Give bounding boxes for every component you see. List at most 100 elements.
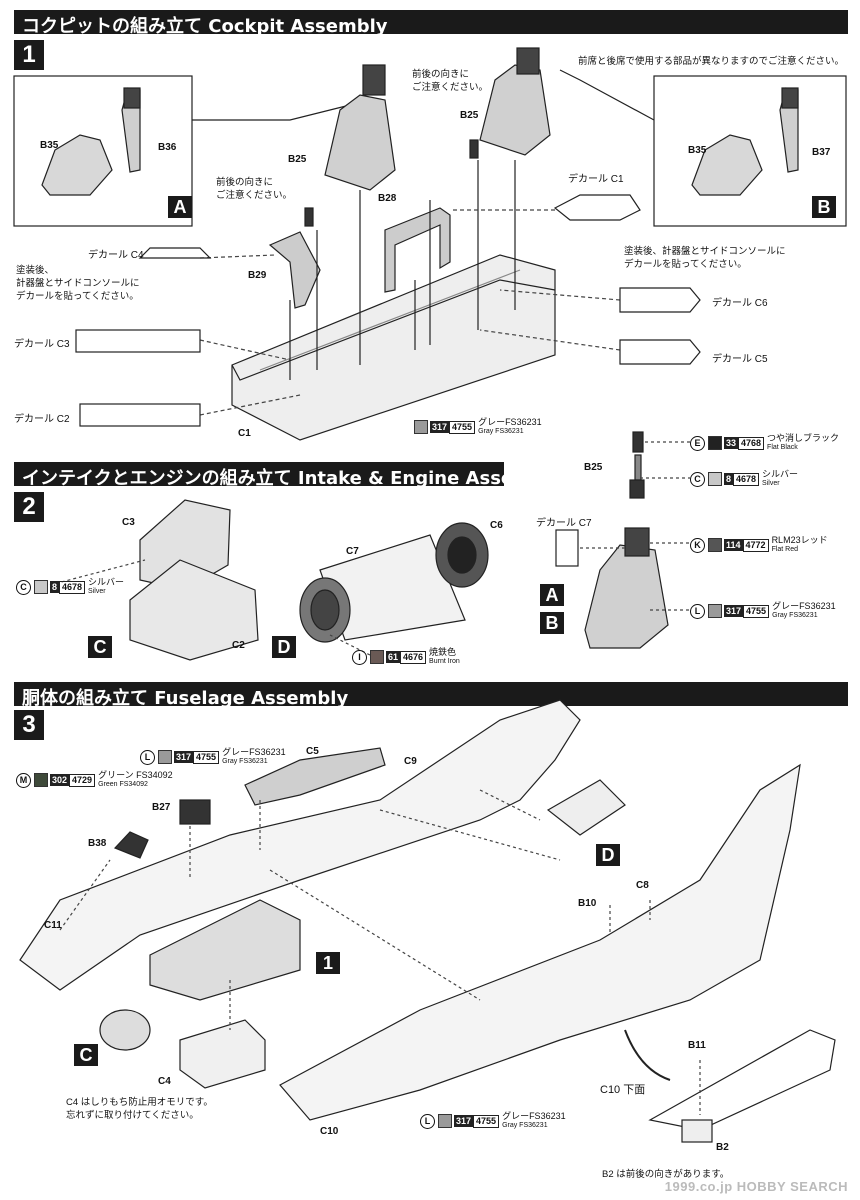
part-c7: C7 (346, 546, 359, 557)
paint-code-primary: 8 (50, 581, 60, 593)
color-swatch (34, 580, 48, 594)
paint-code-secondary: 4755 (193, 750, 220, 764)
paint-name-jp: シルバー (88, 577, 125, 587)
section-bar-fuselage: 胴体の組み立て Fuselage Assembly (14, 682, 848, 709)
note-direction-1: 前後の向きに ご注意ください。 (216, 177, 293, 201)
decal-c3-label: デカール C3 (14, 339, 70, 350)
paint-mark: K (690, 537, 705, 553)
paint-name-jp: シルバー (762, 469, 799, 479)
paint-name-jp: 焼鉄色 (429, 647, 457, 657)
paint-code-secondary: 4755 (473, 1114, 500, 1128)
note-front-rear-seat: 前席と後席で使用する部品が異なりますのでご注意ください。 (578, 56, 845, 67)
part-c6: C6 (490, 520, 503, 531)
part-c3: C3 (122, 517, 135, 528)
paint-name-en: Flat Red (771, 546, 799, 553)
section-title-fuselage: 胴体の組み立て Fuselage Assembly (22, 688, 349, 709)
paint-mark: E (690, 435, 705, 451)
paint-code-secondary: 4729 (69, 773, 96, 787)
paint-code-primary: 317 (454, 1115, 474, 1127)
part-c2: C2 (232, 640, 245, 651)
part-b25-right: B25 (460, 110, 479, 121)
paint-code-primary: 302 (50, 774, 70, 786)
paint-code-secondary: 4772 (742, 538, 769, 552)
paint-code-primary: 317 (430, 421, 450, 433)
label-a-step2: A (540, 584, 564, 606)
step-number-3: 3 (14, 710, 44, 740)
paint-name-en: Gray FS36231 (502, 1122, 548, 1129)
decal-c2-label: デカール C2 (14, 414, 70, 425)
paint-name-jp: グレーFS36231 (772, 601, 836, 611)
part-c4: C4 (158, 1076, 171, 1087)
paint-mark: L (420, 1113, 435, 1129)
part-c11: C11 (44, 920, 62, 931)
part-b29: B29 (248, 270, 267, 281)
decal-c5-label: デカール C5 (712, 354, 768, 365)
note-c10-underside: C10 下面 (600, 1084, 646, 1096)
paint-mark: C (16, 579, 31, 595)
paint-code-primary: 317 (174, 751, 194, 763)
part-b37: B37 (812, 147, 831, 158)
label-c-step3: C (74, 1044, 98, 1066)
part-b10: B10 (578, 898, 597, 909)
paint-code-secondary: 4755 (743, 604, 770, 618)
part-b2: B2 (716, 1142, 729, 1153)
watermark: 1999.co.jp HOBBY SEARCH (664, 1179, 848, 1194)
paint-mark: L (140, 749, 155, 765)
decal-c6-label: デカール C6 (712, 298, 768, 309)
paint-code-primary: 61 (386, 651, 401, 663)
paint-code-secondary: 4755 (449, 420, 476, 434)
label-b-step2: B (540, 612, 564, 634)
note-direction-2: 前後の向きに ご注意ください。 (412, 69, 489, 93)
paint-name-jp: グレーFS36231 (502, 1111, 566, 1121)
inset-a-label: A (168, 196, 192, 218)
part-b28: B28 (378, 193, 397, 204)
color-swatch (708, 538, 722, 552)
paint-mark: C (690, 471, 705, 487)
part-b25-step2: B25 (584, 462, 603, 473)
paint-name-en: Flat Black (767, 444, 798, 451)
section-bar-cockpit: コクピットの組み立て Cockpit Assembly (14, 10, 848, 37)
decal-c1-label: デカール C1 (568, 174, 624, 185)
part-c5: C5 (306, 746, 319, 757)
paint-code-secondary: 4678 (59, 580, 86, 594)
paint-code-secondary: 4768 (738, 436, 765, 450)
paint-code-secondary: 4676 (400, 650, 427, 664)
paint-name-jp: グレーFS36231 (478, 417, 542, 427)
color-swatch (158, 750, 172, 764)
color-swatch (34, 773, 48, 787)
section-title-cockpit: コクピットの組み立て Cockpit Assembly (22, 16, 388, 37)
color-swatch (438, 1114, 452, 1128)
paint-name-jp: RLM23レッド (771, 535, 828, 545)
inset-b-frame (653, 75, 847, 227)
paint-code-primary: 114 (724, 539, 743, 551)
part-b35-b: B35 (688, 145, 707, 156)
label-d-step3: D (596, 844, 620, 866)
section-title-intake-engine: インテイクとエンジンの組み立て Intake & Engine Assembly (22, 468, 563, 489)
label-1-step3: 1 (316, 952, 340, 974)
step-number-1: 1 (14, 40, 44, 70)
paint-name-en: Green FS34092 (98, 781, 148, 788)
part-c8: C8 (636, 880, 649, 891)
paint-code-secondary: 4678 (733, 472, 760, 486)
part-b36: B36 (158, 142, 177, 153)
paint-name-jp: つや消しブラック (767, 433, 840, 443)
paint-code-primary: 33 (724, 437, 739, 449)
paint-mark: I (352, 649, 367, 665)
part-c10: C10 (320, 1126, 339, 1137)
note-b2-direction: B2 は前後の向きがあります。 (602, 1169, 730, 1180)
step-number-2: 2 (14, 492, 44, 522)
part-b35-a: B35 (40, 140, 59, 151)
paint-name-en: Silver (762, 480, 780, 487)
color-swatch (370, 650, 384, 664)
part-c9: C9 (404, 756, 417, 767)
paint-mark: L (690, 603, 705, 619)
paint-code-primary: 8 (724, 473, 734, 485)
inset-a-frame (13, 75, 193, 227)
note-after-paint-right: 塗装後、計器盤とサイドコンソールに デカールを貼ってください。 (624, 246, 786, 270)
